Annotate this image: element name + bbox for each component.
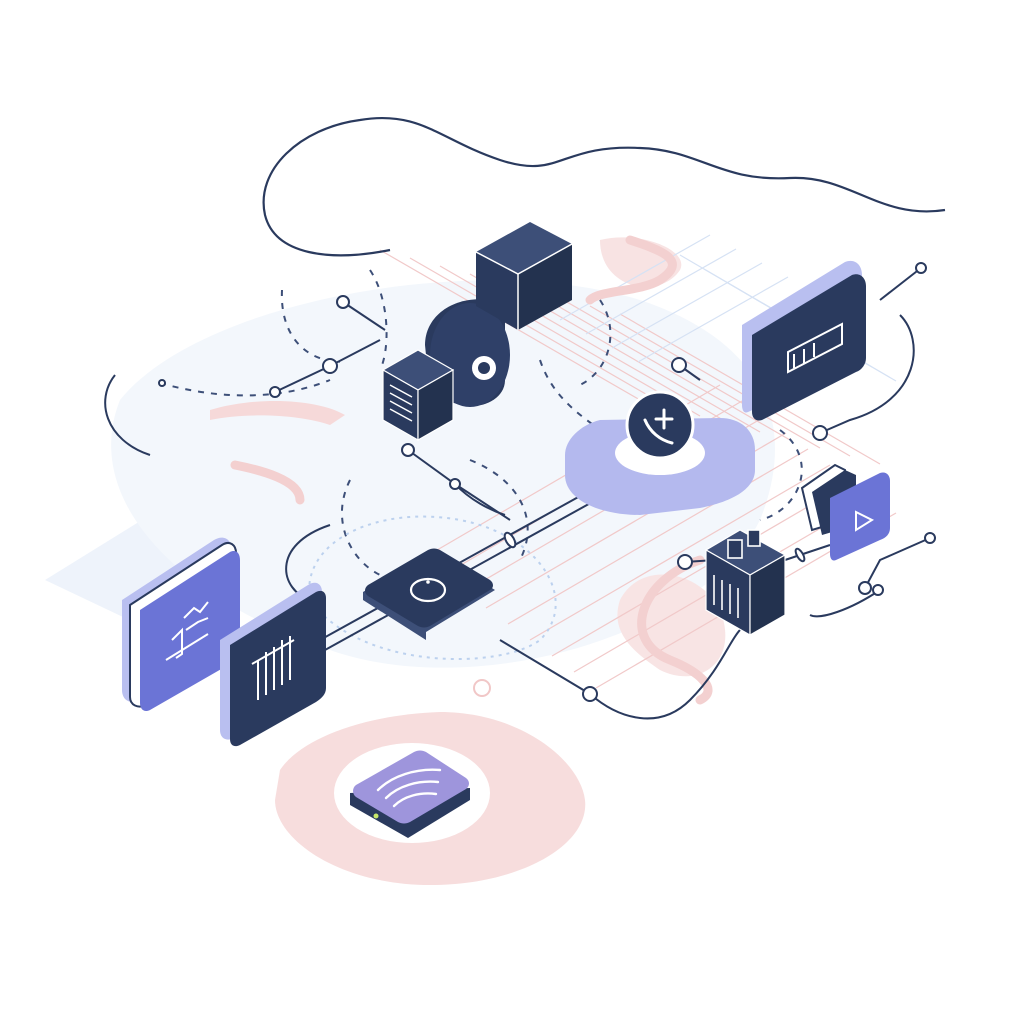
link-far-right-2 [809,589,881,618]
grid-line [611,262,763,349]
line-chart-icon [165,601,209,661]
node-dot [449,478,461,490]
node-dot [677,554,693,570]
dashed-arc-router [341,479,381,576]
node-dot [812,425,828,441]
dashed-arc-cubes [369,269,388,371]
play-icon [855,510,875,532]
link-far-right [864,537,931,589]
pipe-coupler [503,531,517,549]
pink-cable-right [637,555,713,705]
play-panel[interactable] [800,463,890,561]
pink-cable-top [585,235,677,305]
dashed-right-arc [759,429,803,521]
grid-line [585,248,737,335]
wave-cable [262,116,946,257]
pink-node [473,679,491,697]
pipe-couplers [503,531,806,563]
node-dot [872,584,884,596]
bar-chart-icon [251,636,295,700]
node-dot [924,532,936,544]
factory-block[interactable] [704,529,787,637]
link-left-loop [104,374,151,456]
pink-node-rings [473,679,491,697]
barchart-front [230,590,326,747]
grid-line [559,234,711,321]
phone-badge-ring [625,390,695,460]
router-top [365,548,493,628]
bar-chart-panel[interactable] [220,582,326,747]
node-dot [915,262,927,274]
phone-icon [643,408,674,445]
grid-line [637,276,789,363]
machine-icon [713,529,761,618]
grid-line [551,480,853,657]
factory-right [749,553,786,637]
grid-line [529,289,791,441]
link-top-node [342,301,386,331]
analytics-panel[interactable] [122,537,240,712]
link-monitor-down [819,314,915,434]
monitor-icon [787,322,843,374]
wireless-hub[interactable] [275,712,586,885]
router-device[interactable] [363,548,495,641]
node-dot [582,686,598,702]
grid-line [507,448,809,625]
phone-badge[interactable] [565,390,755,515]
grid-line [529,464,831,641]
wifi-signal-icon [376,768,442,808]
node-dot [401,443,415,457]
link-factory-right [784,544,831,561]
grid-line [589,305,851,457]
node-dot [158,379,166,387]
connector-nodes [158,262,936,702]
server-right [417,368,454,442]
analytics-front [140,550,240,712]
link-bottom-route [499,629,741,720]
cube-left [476,252,518,330]
node-dot [336,295,350,309]
monitor-front [752,274,866,421]
storage-cube[interactable] [475,222,573,330]
node-dot [322,358,338,374]
node-dot [858,581,872,595]
cube-top [476,222,572,274]
play-panel-front [830,472,890,561]
pink-cable-left [230,460,305,505]
pink-cables [230,235,713,705]
router-icon [409,577,447,603]
pink-glow-band [210,400,345,425]
router-icon-dot [426,580,430,584]
node-dot [269,386,281,398]
disk-icon-hole [478,362,490,374]
dashed-router-right [469,459,529,561]
cube-icon [475,243,573,330]
server-rack-icon [389,384,413,422]
server-stack-cube[interactable] [381,349,455,442]
link-monitor-node [879,267,922,301]
cube-right [518,244,572,330]
node-dot [671,357,687,373]
hub-top [353,750,469,824]
pipe-coupler [794,547,806,563]
grid-line [409,257,671,409]
hub-status-led [373,813,379,819]
router-dotted-ring [308,515,557,661]
display-monitor[interactable] [742,260,866,421]
blue-glow-center [111,280,775,668]
